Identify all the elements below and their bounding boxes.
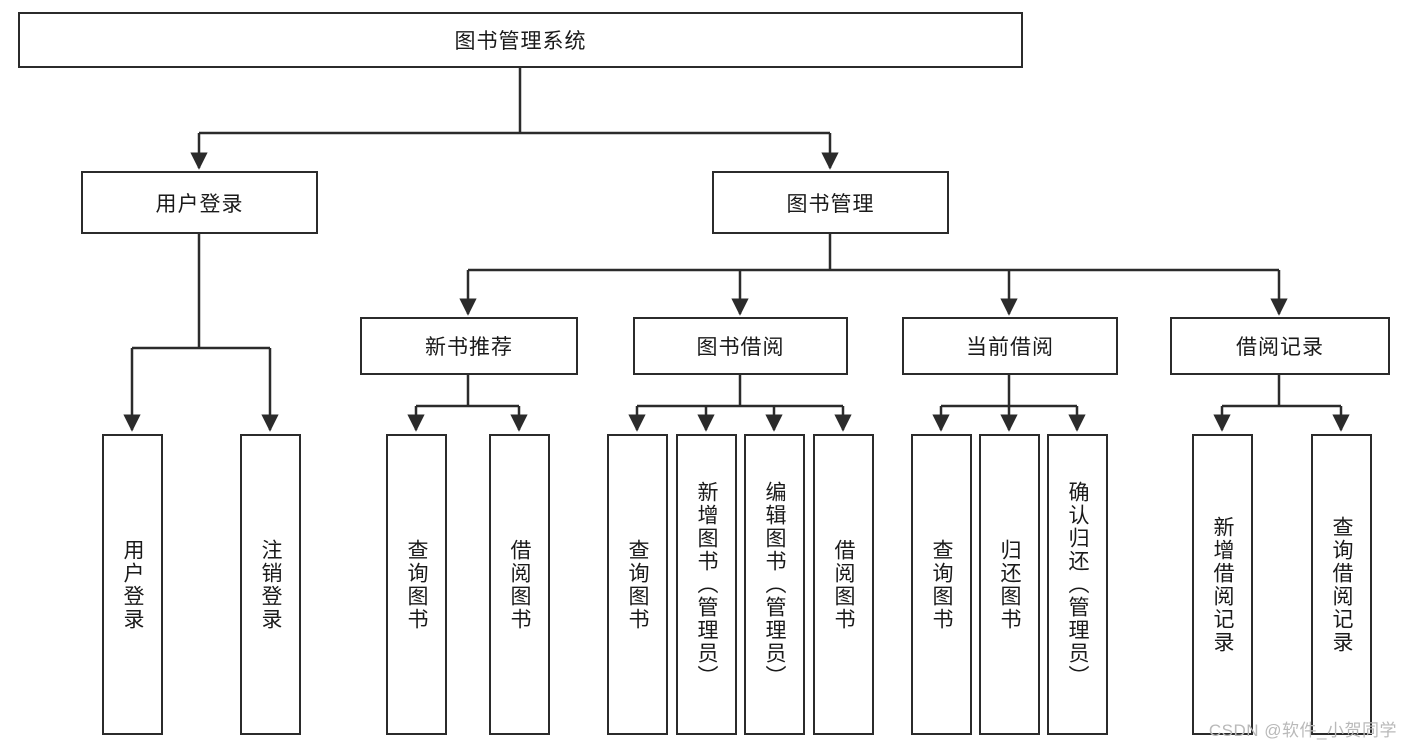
node-root-book-management-system[interactable]: 图书管理系统 (18, 12, 1023, 68)
leaf-book-borrow-query-book[interactable]: 查询图书 (607, 434, 668, 735)
node-label: 查询借阅记录 (1330, 515, 1353, 654)
node-label: 图书借阅 (696, 336, 785, 359)
node-label: 图书管理系统 (454, 30, 587, 53)
leaf-new-book-borrow-book[interactable]: 借阅图书 (489, 434, 550, 735)
leaf-user-login-logout[interactable]: 注销登录 (240, 434, 301, 735)
node-book-borrowing[interactable]: 图书借阅 (633, 317, 848, 375)
node-label: 确认归还（管理员） (1066, 481, 1089, 688)
leaf-borrow-record-query-record[interactable]: 查询借阅记录 (1311, 434, 1372, 735)
node-label: 借阅图书 (508, 538, 531, 631)
node-current-borrowing[interactable]: 当前借阅 (902, 317, 1118, 375)
leaf-book-borrow-add-book-admin[interactable]: 新增图书（管理员） (676, 434, 737, 735)
node-label: 借阅图书 (832, 538, 855, 631)
node-label: 用户登录 (121, 538, 144, 631)
node-label: 借阅记录 (1236, 336, 1324, 359)
node-user-login[interactable]: 用户登录 (81, 171, 318, 234)
leaf-new-book-query-book[interactable]: 查询图书 (386, 434, 447, 735)
leaf-current-borrow-return-book[interactable]: 归还图书 (979, 434, 1040, 735)
node-label: 用户登录 (155, 192, 244, 216)
node-label: 新增借阅记录 (1211, 515, 1234, 654)
node-label: 查询图书 (405, 538, 428, 631)
node-label: 新书推荐 (425, 336, 513, 359)
csdn-watermark: CSDN @软件_小贺同学 (1208, 721, 1397, 740)
leaf-current-borrow-query-book[interactable]: 查询图书 (911, 434, 972, 735)
node-label: 注销登录 (259, 538, 282, 631)
node-label: 当前借阅 (966, 336, 1054, 359)
node-book-management[interactable]: 图书管理 (712, 171, 949, 234)
node-label: 查询图书 (626, 538, 649, 631)
leaf-borrow-record-add-record[interactable]: 新增借阅记录 (1192, 434, 1253, 735)
node-new-book-recommendation[interactable]: 新书推荐 (360, 317, 578, 375)
node-label: 编辑图书（管理员） (763, 481, 786, 688)
node-label: 图书管理 (786, 192, 875, 216)
node-label: 新增图书（管理员） (695, 481, 718, 688)
node-label: 归还图书 (998, 538, 1021, 631)
leaf-book-borrow-edit-book-admin[interactable]: 编辑图书（管理员） (744, 434, 805, 735)
node-borrowing-record[interactable]: 借阅记录 (1170, 317, 1390, 375)
node-label: 查询图书 (930, 538, 953, 631)
leaf-book-borrow-borrow-book[interactable]: 借阅图书 (813, 434, 874, 735)
leaf-current-borrow-confirm-return-admin[interactable]: 确认归还（管理员） (1047, 434, 1108, 735)
leaf-user-login-login[interactable]: 用户登录 (102, 434, 163, 735)
